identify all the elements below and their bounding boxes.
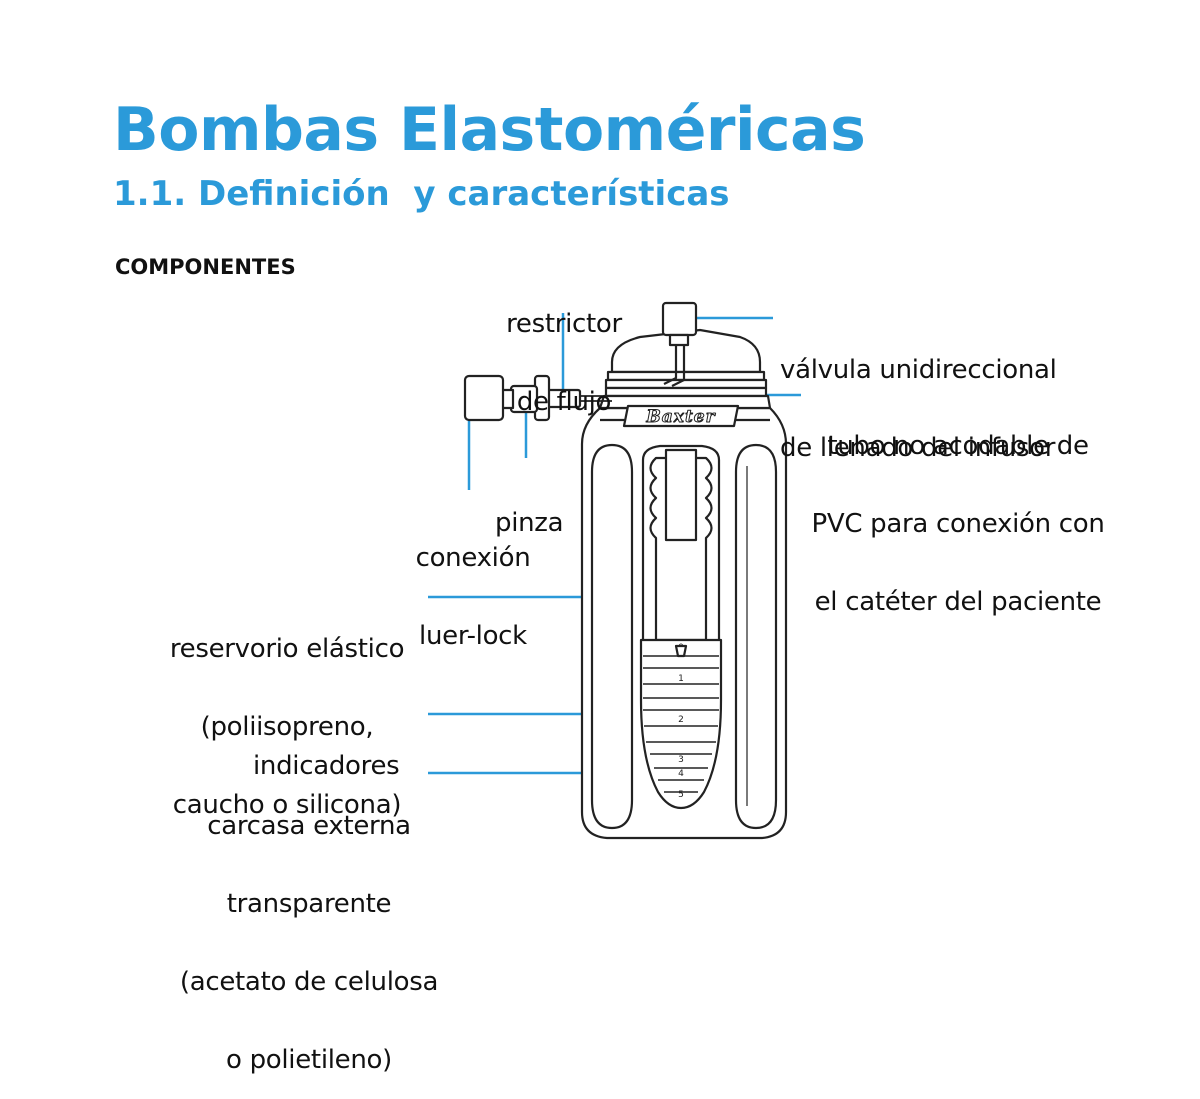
shell-inner-panel-right bbox=[734, 443, 778, 830]
section-heading: COMPONENTES bbox=[115, 255, 296, 279]
label-pinza: pinza bbox=[495, 458, 564, 562]
scale-mark: 1 bbox=[678, 674, 684, 684]
label-line: el catéter del paciente bbox=[814, 587, 1102, 617]
label-line: PVC para conexión con bbox=[811, 509, 1105, 539]
graduated-chamber bbox=[639, 638, 723, 810]
label-line: transparente bbox=[226, 889, 392, 919]
label-indicadores: indicadores bbox=[253, 701, 400, 805]
valve-stem bbox=[663, 345, 686, 387]
label-line: de llenado del infusor bbox=[780, 433, 1056, 463]
luer-lock-connector bbox=[463, 374, 505, 422]
scale-mark: 3 bbox=[678, 755, 684, 765]
label-line: conexión bbox=[415, 543, 531, 573]
label-line: de flujo bbox=[516, 387, 612, 417]
label-restrictor: restrictor de flujo bbox=[485, 259, 643, 441]
label-line: tubo no acodable de bbox=[827, 431, 1089, 461]
label-line: luer-lock bbox=[419, 621, 527, 651]
label-line: (poliisopreno, bbox=[200, 712, 374, 742]
label-line: pinza bbox=[495, 508, 564, 538]
cap-dome bbox=[610, 328, 762, 374]
brand-plate bbox=[622, 404, 740, 428]
page-subtitle: 1.1. Definición y características bbox=[113, 174, 730, 214]
label-line: indicadores bbox=[253, 751, 400, 781]
label-carcasa: carcasa externa transparente (acetato de… bbox=[150, 761, 468, 1099]
shell-inner-panel-left bbox=[590, 443, 634, 830]
scale-mark: 5 bbox=[678, 790, 684, 800]
label-line: carcasa externa bbox=[207, 811, 411, 841]
scale-lines bbox=[643, 655, 719, 793]
page-title: Bombas Elastoméricas bbox=[113, 95, 866, 165]
label-tubo: tubo no acodable de PVC para conexión co… bbox=[782, 381, 1134, 641]
elastomeric-pump-drawing: Baxter 0 1 2 3 4 5 bbox=[463, 301, 788, 840]
reservoir-tube bbox=[641, 460, 721, 640]
label-line: restrictor bbox=[506, 309, 622, 339]
label-conexion: conexión luer-lock bbox=[396, 493, 550, 675]
label-valvula: válvula unidireccional de llenado del in… bbox=[780, 305, 1057, 487]
label-line: válvula unidireccional bbox=[780, 355, 1057, 385]
label-line: reservorio elástico bbox=[169, 634, 405, 664]
pvc-tube bbox=[580, 395, 612, 402]
label-line: o polietileno) bbox=[226, 1045, 392, 1075]
scale-mark: 2 bbox=[678, 715, 684, 725]
label-line: caucho o silicona) bbox=[172, 790, 402, 820]
label-line: (acetato de celulosa bbox=[179, 967, 439, 997]
valve-cap bbox=[661, 301, 698, 337]
infusor-diagram: Baxter 0 1 2 3 4 5 bbox=[428, 301, 801, 840]
label-reservorio: reservorio elástico (poliisopreno, cauch… bbox=[142, 584, 432, 844]
scale-mark: 4 bbox=[678, 769, 684, 779]
brand-text: Baxter bbox=[645, 407, 715, 427]
